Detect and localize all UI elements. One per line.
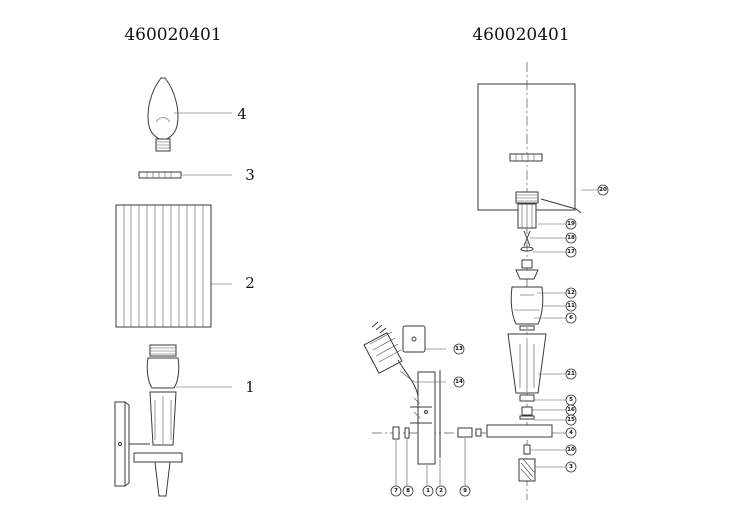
callout-10 xyxy=(565,444,577,456)
callout-20-text: 20 xyxy=(599,187,607,193)
part-13-electrical xyxy=(363,321,426,397)
label-body: 1 xyxy=(245,378,255,396)
callout-16-text: 16 xyxy=(567,407,575,413)
pleated-shade xyxy=(115,204,212,328)
callout-2 xyxy=(435,485,447,497)
callout-13-text: 13 xyxy=(455,346,463,352)
left-assembly: 4 3 2 1 xyxy=(114,77,255,497)
lamp-body xyxy=(114,344,183,497)
callout-18-text: 18 xyxy=(567,235,575,241)
label-bulb: 4 xyxy=(237,105,247,123)
callout-11 xyxy=(565,300,577,312)
callout-21-text: 21 xyxy=(567,371,575,377)
callout-5-text: 5 xyxy=(569,397,573,403)
callout-15-text: 15 xyxy=(567,417,575,423)
callout-17 xyxy=(565,246,577,258)
part-21-body xyxy=(507,333,547,420)
callout-1 xyxy=(422,485,434,497)
callout-8 xyxy=(402,485,414,497)
label-bobeche: 3 xyxy=(245,166,255,184)
callout-11-text: 11 xyxy=(567,303,575,309)
right-exploded-assembly: 20 19 18 17 12 11 6 13 14 21 5 16 15 4 1… xyxy=(363,62,609,500)
label-shade: 2 xyxy=(245,274,255,292)
callout-3-text: 3 xyxy=(569,464,573,470)
callout-9 xyxy=(459,485,471,497)
callout-15 xyxy=(565,414,577,426)
callout-12 xyxy=(565,287,577,299)
callout-1-text: 1 xyxy=(426,488,430,494)
part-1-wall-plate xyxy=(372,370,487,465)
callout-8-text: 8 xyxy=(406,488,410,494)
callout-2-text: 2 xyxy=(439,488,443,494)
callout-17-text: 17 xyxy=(567,249,575,255)
part-4-arm xyxy=(486,424,553,438)
callout-12-text: 12 xyxy=(567,290,575,296)
callout-6-upper xyxy=(565,312,577,324)
callout-3 xyxy=(565,461,577,473)
callout-19-text: 19 xyxy=(567,221,575,227)
part-19-socket xyxy=(515,191,539,229)
candle-bulb xyxy=(147,77,179,152)
callout-13 xyxy=(453,343,465,355)
callout-4-text: 4 xyxy=(569,430,573,436)
callout-4 xyxy=(565,427,577,439)
callout-7-text: 7 xyxy=(394,488,398,494)
callout-20 xyxy=(597,184,609,196)
callout-14-text: 14 xyxy=(455,379,463,385)
right-model-number: 460020401 xyxy=(472,25,569,45)
part-11-glass xyxy=(510,286,544,331)
callout-6-upper-text: 6 xyxy=(569,315,573,321)
callout-19 xyxy=(565,218,577,230)
part-9-block xyxy=(457,427,473,438)
callout-18 xyxy=(565,232,577,244)
callout-14 xyxy=(453,376,465,388)
callout-9-text: 9 xyxy=(463,488,467,494)
bobeche xyxy=(138,171,182,179)
left-model-number: 460020401 xyxy=(124,25,221,45)
callout-21 xyxy=(565,368,577,380)
callout-7 xyxy=(390,485,402,497)
callout-10-text: 10 xyxy=(567,447,575,453)
